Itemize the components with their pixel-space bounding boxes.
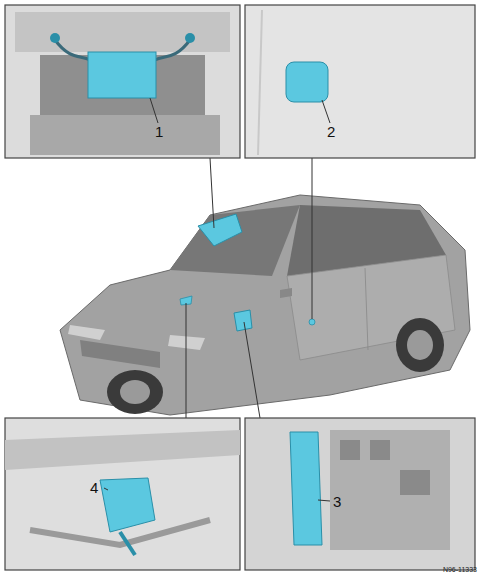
callout-number: 3 <box>333 494 341 509</box>
callout-number: 1 <box>155 124 163 139</box>
detail-panel-1 <box>5 5 240 158</box>
leader-lines <box>186 158 312 418</box>
detail-panel-4 <box>5 418 240 570</box>
car-illustration <box>60 195 470 415</box>
figure-code: N96-11333 <box>443 566 477 573</box>
detail-panel-2 <box>245 5 475 158</box>
detail-panel-3 <box>245 418 475 570</box>
callout-number: 2 <box>327 124 335 139</box>
callout-number: 4 <box>90 480 98 495</box>
